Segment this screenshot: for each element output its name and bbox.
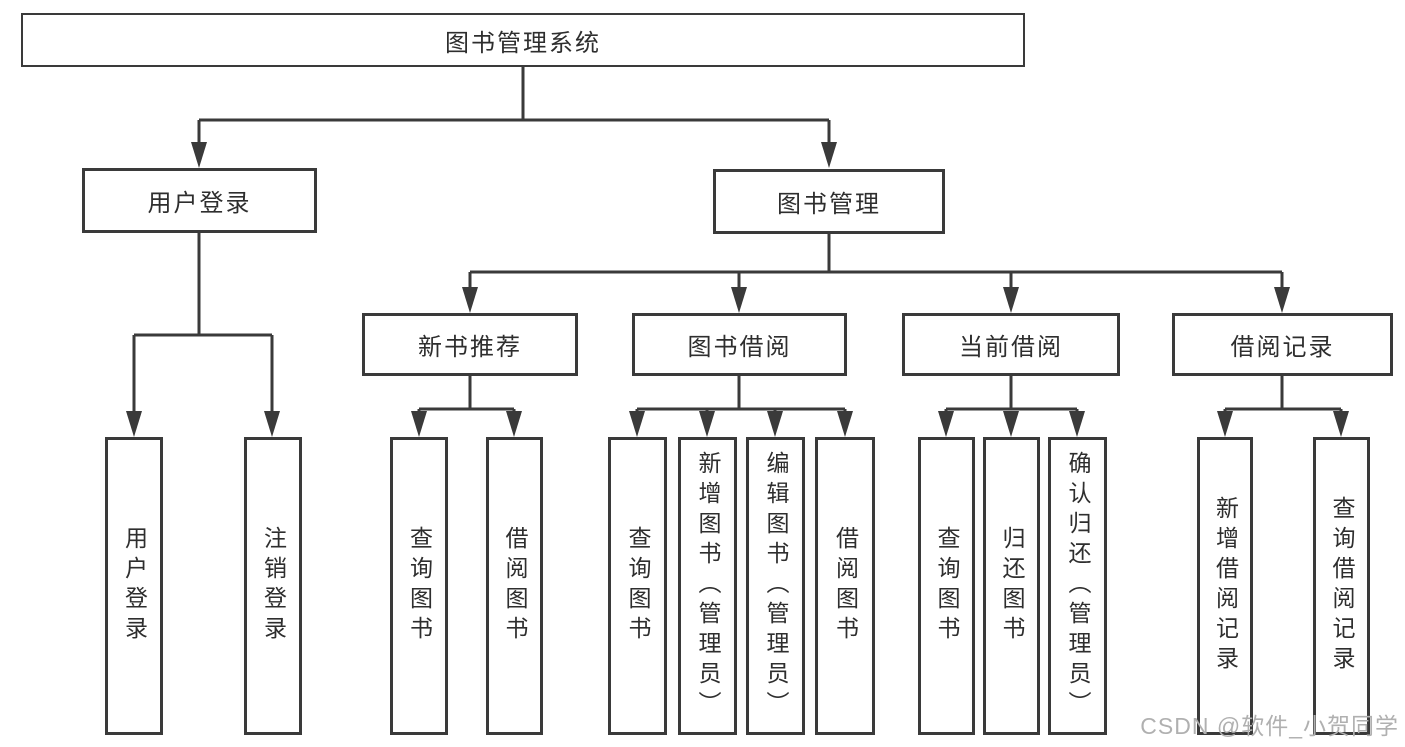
leaf-label: 新增图书（管理员） [695, 451, 721, 721]
arrowhead [938, 411, 954, 437]
leaf-label: 新增借阅记录 [1212, 496, 1239, 676]
arrowhead [767, 411, 783, 437]
arrowhead [1217, 411, 1233, 437]
leaf-query-books-borrowing: 查询图书 [608, 437, 667, 735]
node-book-management: 图书管理 [713, 169, 945, 234]
leaf-edit-books-admin: 编辑图书（管理员） [746, 437, 805, 735]
arrowhead [506, 411, 522, 437]
leaf-label: 查询图书 [934, 526, 960, 646]
node-book-borrowing: 图书借阅 [632, 313, 847, 376]
leaf-label: 确认归还（管理员） [1065, 451, 1091, 721]
leaf-label: 用户登录 [121, 526, 148, 646]
leaf-label: 借阅图书 [832, 526, 859, 646]
leaf-query-books-current: 查询图书 [918, 437, 975, 735]
watermark: CSDN @软件_小贺同学 [1140, 713, 1399, 739]
elbow-line [132, 233, 274, 414]
connector-current-borrowing [938, 376, 1085, 437]
leaf-confirm-return-admin: 确认归还（管理员） [1048, 437, 1107, 735]
arrowhead [731, 287, 747, 313]
leaf-label: 编辑图书（管理员） [763, 451, 789, 721]
leaf-label: 注销登录 [260, 526, 287, 646]
arrowhead [462, 287, 478, 313]
arrowhead [837, 411, 853, 437]
elbow-line [197, 67, 831, 145]
leaf-add-borrow-record: 新增借阅记录 [1197, 437, 1253, 735]
leaf-label: 查询图书 [625, 526, 651, 646]
node-new-book-recommend: 新书推荐 [362, 313, 578, 376]
arrowhead [191, 142, 207, 168]
leaf-return-books: 归还图书 [983, 437, 1040, 735]
node-current-borrowing: 当前借阅 [902, 313, 1120, 376]
node-user-login: 用户登录 [82, 168, 317, 233]
leaf-logout-login: 注销登录 [244, 437, 302, 735]
leaf-label: 查询借阅记录 [1329, 496, 1355, 676]
connector-root [191, 67, 837, 168]
elbow-line [944, 376, 1079, 414]
node-borrowing-records: 借阅记录 [1172, 313, 1393, 376]
elbow-line [468, 234, 1284, 290]
arrowhead [411, 411, 427, 437]
leaf-add-books-admin: 新增图书（管理员） [678, 437, 737, 735]
arrowhead [629, 411, 645, 437]
leaf-borrow-books-recommend: 借阅图书 [486, 437, 543, 735]
arrowhead [126, 411, 142, 437]
node-library-system: 图书管理系统 [21, 13, 1025, 67]
connector-book-management [462, 234, 1290, 313]
arrowhead [1003, 287, 1019, 313]
connector-new-book-recommend [411, 376, 522, 437]
leaf-borrow-books: 借阅图书 [815, 437, 875, 735]
leaf-query-books-recommend: 查询图书 [390, 437, 448, 735]
connector-book-borrowing [629, 376, 853, 437]
connector-user-login [126, 233, 280, 437]
arrowhead [264, 411, 280, 437]
elbow-line [1223, 376, 1343, 414]
arrowhead [699, 411, 715, 437]
leaf-user-login: 用户登录 [105, 437, 163, 735]
connector-borrowing-records [1217, 376, 1349, 437]
arrowhead [1333, 411, 1349, 437]
leaf-label: 归还图书 [999, 526, 1025, 646]
elbow-line [417, 376, 516, 414]
arrowhead [821, 142, 837, 168]
leaf-label: 借阅图书 [502, 526, 528, 646]
elbow-line [635, 376, 847, 414]
arrowhead [1069, 411, 1085, 437]
leaf-label: 查询图书 [406, 526, 433, 646]
arrowhead [1274, 287, 1290, 313]
leaf-query-borrow-record: 查询借阅记录 [1313, 437, 1370, 735]
arrowhead [1003, 411, 1019, 437]
